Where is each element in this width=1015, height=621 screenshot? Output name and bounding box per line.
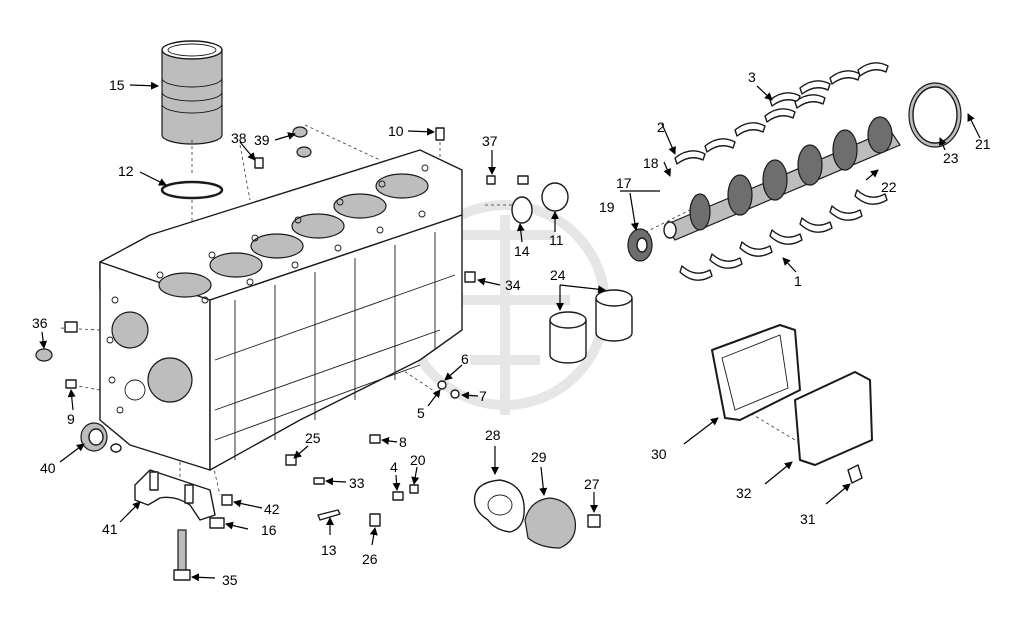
callout-22: 22	[881, 179, 897, 195]
callout-29: 29	[531, 449, 547, 465]
callout-35: 35	[222, 572, 238, 588]
crankshaft-gear	[627, 228, 653, 262]
callout-16: 16	[261, 522, 277, 538]
callout-42: 42	[264, 501, 280, 517]
callout-leaders	[39, 81, 981, 582]
callout-38: 38	[231, 130, 247, 146]
callout-24: 24	[550, 267, 566, 283]
front-seal	[80, 422, 108, 452]
callout-7: 7	[479, 388, 487, 404]
callout-11: 11	[549, 232, 564, 248]
callout-6: 6	[461, 351, 469, 367]
callout-5: 5	[417, 405, 425, 421]
camshaft-bushings	[549, 289, 633, 364]
callout-18: 18	[643, 155, 659, 171]
callout-14: 14	[514, 243, 530, 259]
callout-17: 17	[616, 175, 632, 191]
callout-33: 33	[349, 475, 365, 491]
callout-2: 2	[657, 119, 665, 135]
water-pump-gasket	[473, 479, 525, 533]
callout-13: 13	[321, 542, 337, 558]
crankshaft	[663, 116, 901, 241]
cylinder-block	[99, 149, 463, 471]
rear-covers	[511, 182, 569, 224]
callout-23: 23	[943, 150, 959, 166]
callout-3: 3	[748, 69, 756, 85]
callout-28: 28	[485, 427, 501, 443]
callout-36: 36	[32, 315, 48, 331]
callout-1: 1	[794, 273, 802, 289]
callout-25: 25	[305, 430, 321, 446]
access-cover	[524, 497, 577, 549]
callout-37: 37	[482, 133, 498, 149]
cylinder-liner	[161, 40, 223, 145]
callout-30: 30	[651, 446, 667, 462]
callout-41: 41	[102, 521, 118, 537]
callout-27: 27	[584, 476, 600, 492]
callout-12: 12	[118, 163, 134, 179]
callout-15: 15	[109, 77, 125, 93]
callout-32: 32	[736, 485, 752, 501]
callout-26: 26	[362, 551, 378, 567]
callout-8: 8	[399, 434, 407, 450]
callout-34: 34	[505, 277, 521, 293]
callout-9: 9	[67, 411, 75, 427]
rear-seal-ring	[908, 82, 962, 148]
side-cover-plate	[794, 371, 873, 466]
side-cover-gasket	[711, 324, 801, 421]
callout-20: 20	[410, 452, 426, 468]
callout-19: 19	[599, 199, 615, 215]
cover-bolt	[847, 464, 863, 484]
callout-labels: 1 2 3 4 5 6 7 8 9 10 11 12 13 14 15 16 1…	[32, 69, 991, 588]
main-bearing-cap	[134, 469, 216, 521]
callout-4: 4	[390, 459, 398, 475]
callout-40: 40	[40, 460, 56, 476]
upper-main-bearings	[674, 62, 889, 165]
cap-bolt	[173, 529, 191, 581]
callout-31: 31	[800, 511, 816, 527]
lower-main-bearings	[679, 189, 888, 281]
screw-27	[587, 514, 601, 528]
callout-21: 21	[975, 136, 991, 152]
callout-39: 39	[254, 132, 270, 148]
block-fittings	[35, 126, 529, 529]
callout-10: 10	[388, 123, 404, 139]
liner-o-ring	[160, 180, 224, 200]
